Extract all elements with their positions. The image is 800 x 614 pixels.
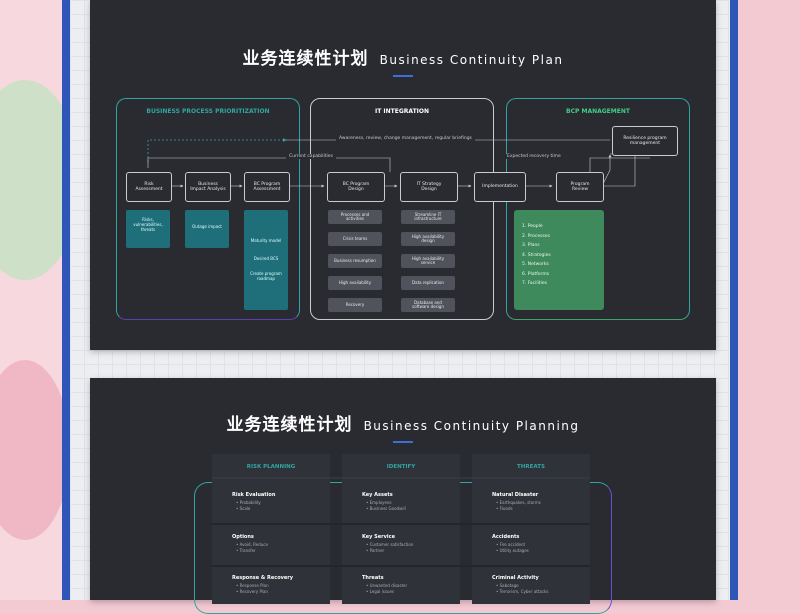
node-bc-program-design: BC Program Design [327, 172, 385, 202]
label-current-capabilities: Current capabilities [286, 154, 336, 159]
cell-item: • Unwanted disaster [366, 583, 408, 588]
column-head-identify: IDENTIFY [386, 464, 416, 470]
cell-key-service-title: Key Service [362, 534, 395, 540]
column-risk-planning [212, 454, 330, 604]
cell-response-recovery-title: Response & Recovery [232, 575, 294, 581]
teal-outage-impact: Outage impact [185, 210, 229, 248]
node-risk-assessment: Risk Assessment [126, 172, 172, 202]
bcp-item-plans: 3. Plans [522, 243, 540, 248]
decorative-blob-pink [0, 360, 70, 540]
bcp-item-facilities: 7. Facilities [522, 281, 548, 286]
cell-accidents-title: Accidents [492, 534, 520, 540]
section-bpp-heading: BUSINESS PROCESS PRIORITIZATION [146, 108, 270, 115]
section-it-integration: IT INTEGRATION [310, 98, 494, 320]
column-identify [342, 454, 460, 604]
bcp-item-platforms: 6. Platforms [522, 271, 550, 277]
cell-natural-disaster-title: Natural Disaster [492, 492, 539, 498]
cell-key-service-items: • Customer satisfaction • Partner [366, 542, 413, 554]
cell-item: • Transfer [236, 548, 256, 553]
cell-key-assets-items: • Employees • Business Goodwill [366, 500, 406, 512]
label-awareness: Awareness, review, change management, re… [336, 136, 475, 141]
cell-options-items: • Avoid, Reduce • Transfer [236, 542, 268, 554]
bcp-item-networks: 5. Networks [522, 262, 549, 267]
cell-item: • Response Plan [236, 583, 269, 588]
slide1-title: 业务连续性计划 Business Continuity Plan [90, 44, 716, 69]
node-business-impact-analysis: Business Impact Analysis [185, 172, 231, 202]
slide-business-continuity-plan: 业务连续性计划 Business Continuity Plan BUSINES… [90, 0, 716, 350]
bcp-elements-box: 1. People 2. Processes 3. Plans 4. Strat… [514, 210, 604, 310]
title-underline [393, 75, 413, 77]
cell-accidents-items: • Fire accident • Utility outages [496, 542, 529, 554]
cell-key-assets-title: Key Assets [362, 492, 393, 498]
cell-item: • Fire accident [496, 542, 526, 547]
node-implementation: Implementation [474, 172, 526, 202]
bcp-item-people: 1. People [522, 224, 543, 229]
chip-processes-activities: Processes and activities [328, 210, 382, 224]
node-bc-program-assessment: BC Program Assessment [244, 172, 290, 202]
column-threats [472, 454, 590, 604]
cell-item: • Probability [236, 500, 261, 505]
teal-bc-program-assessment: Maturity model Desired BCS Create progra… [244, 210, 288, 310]
teal-desired-bcs: Desired BCS [253, 256, 279, 261]
cell-threats-items: • Unwanted disaster • Legal issues [366, 583, 407, 595]
teal-create-roadmap: Create program roadmap [250, 271, 282, 281]
cell-item: • Employees [366, 500, 392, 505]
cell-natural-disaster-items: • Earthquakes, storms • Floods [496, 500, 541, 512]
label-expected-recovery-time: Expected recovery time [504, 154, 564, 159]
chip-ha-design: High availability design [401, 232, 455, 246]
node-resilience-program-management: Resilience program management [612, 126, 678, 156]
chip-high-availability: High availability [328, 276, 382, 290]
cell-item: • Business Goodwill [366, 506, 406, 511]
cell-criminal-activity-items: • Sabotage • Terrorism, Cyber attacks [496, 583, 548, 595]
chip-recovery: Recovery [328, 298, 382, 312]
cell-item: • Utility outages [496, 548, 529, 553]
cell-item: • Recovery Plan [236, 589, 268, 594]
cell-item: • Earthquakes, storms [496, 500, 541, 505]
chip-ha-service: High availability service [401, 254, 455, 268]
row-separators [212, 477, 590, 567]
cell-item: • Legal issues [366, 589, 394, 594]
cell-item: • Avoid, Reduce [236, 542, 268, 547]
cell-item: • Customer satisfaction [366, 542, 414, 547]
cell-response-recovery-items: • Response Plan • Recovery Plan [236, 583, 269, 595]
chip-business-resumption: Business resumption [328, 254, 382, 268]
section-it-heading: IT INTEGRATION [374, 108, 430, 115]
section-bcp-heading: BCP MANAGEMENT [566, 108, 630, 115]
cell-item: • Terrorism, Cyber attacks [496, 589, 549, 594]
teal-maturity-model: Maturity model [250, 238, 282, 243]
slide2-title: 业务连续性计划 Business Continuity Planning [90, 410, 716, 435]
slide2-title-en: Business Continuity Planning [363, 419, 580, 433]
cell-item: • Sabotage [496, 583, 519, 588]
cell-options-title: Options [232, 534, 254, 540]
slide2-title-cn: 业务连续性计划 [226, 415, 353, 435]
bcp-item-processes: 2. Processes [522, 233, 550, 239]
chip-streamline-it: Streamline IT infrastructure [401, 210, 455, 224]
node-program-review: Program Review [556, 172, 604, 202]
slide2-title-underline [393, 441, 413, 443]
cell-risk-evaluation-items: • Probability • Scale [236, 500, 261, 512]
section-bcp-management: BCP MANAGEMENT [506, 98, 690, 320]
cell-item: • Floods [496, 506, 513, 511]
slide1-title-en: Business Continuity Plan [379, 53, 564, 67]
node-it-strategy-design: IT Strategy Design [400, 172, 458, 202]
bcp-item-strategies: 4. Strategies [522, 252, 551, 258]
column-head-risk-planning: RISK PLANNING [246, 464, 296, 470]
chip-crisis-teams: Crisis teams [328, 232, 382, 246]
cell-risk-evaluation-title: Risk Evaluation [232, 492, 276, 498]
teal-risks-vulnerabilities: Risks, vulnerabilities, threats [126, 210, 170, 248]
slide-business-continuity-planning: 业务连续性计划 Business Continuity Planning RIS… [90, 378, 716, 614]
cell-item: • Scale [236, 506, 251, 511]
cell-threats-title: Threats [362, 575, 384, 581]
chip-database-software: Database and software design [401, 298, 455, 312]
section-business-process-prioritization: BUSINESS PROCESS PRIORITIZATION [116, 98, 300, 320]
chip-data-replication: Data replication [401, 276, 455, 290]
bcp-elements-list: 1. People 2. Processes 3. Plans 4. Strat… [522, 222, 551, 289]
slide1-title-cn: 业务连续性计划 [242, 49, 369, 69]
cell-item: • Partner [366, 548, 385, 553]
cell-criminal-activity-title: Criminal Activity [492, 575, 539, 581]
column-head-threats: THREATS [517, 464, 545, 470]
